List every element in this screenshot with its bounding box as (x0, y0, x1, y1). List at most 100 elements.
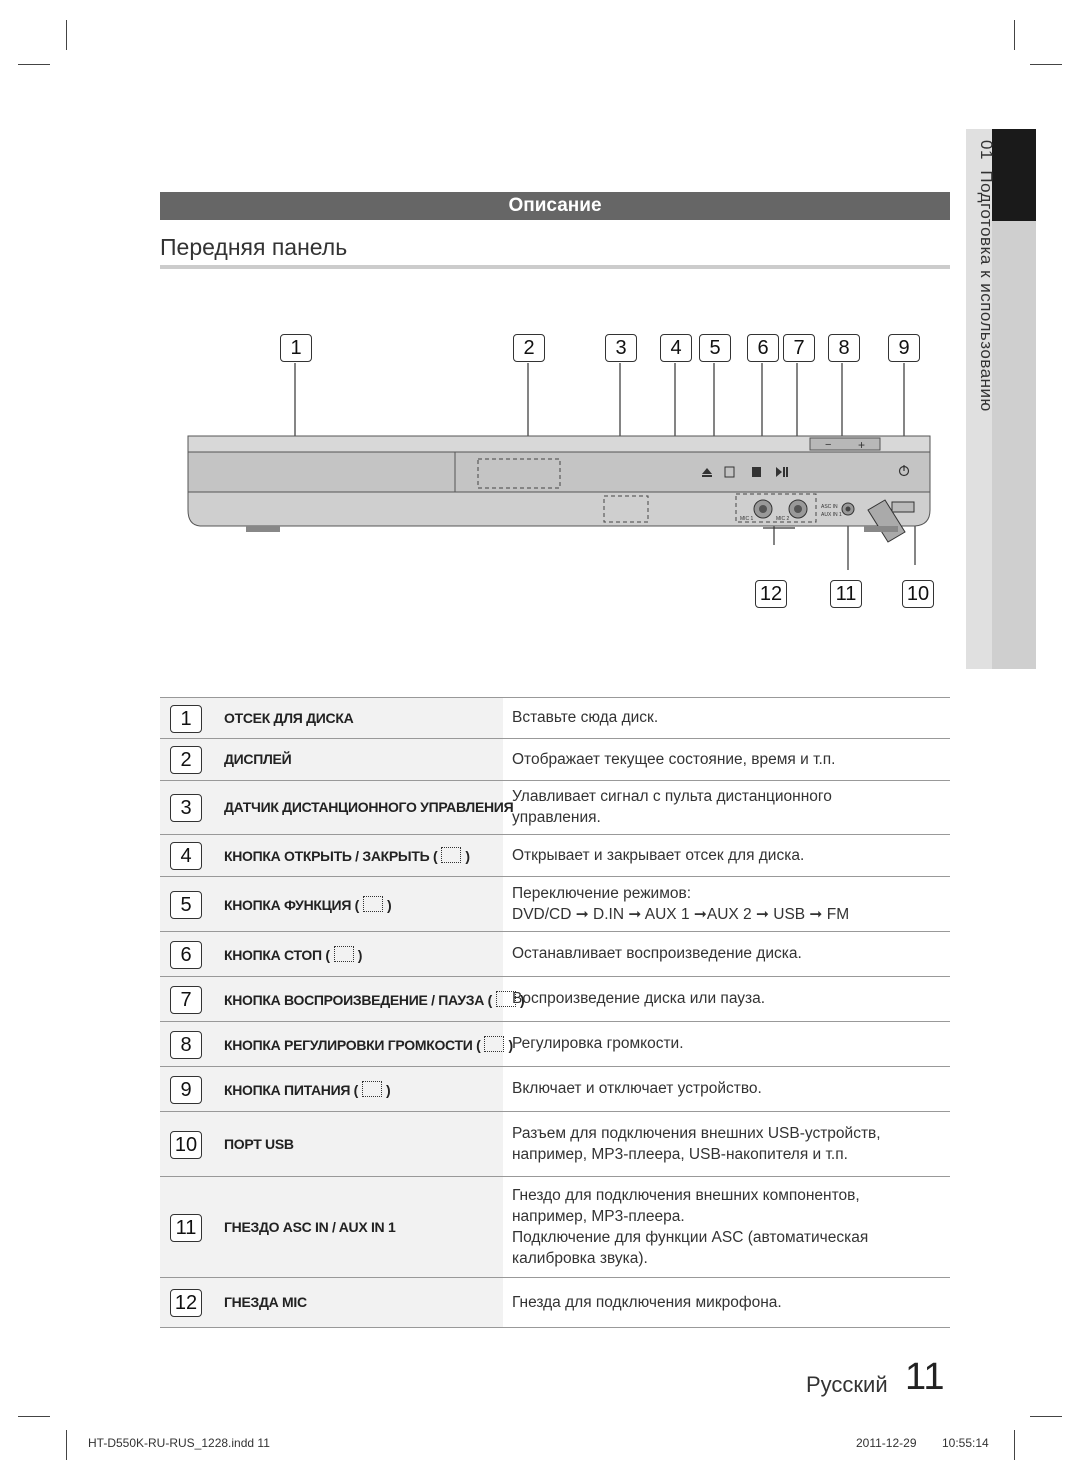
table-row: 10 ПОРТ USB Разъем для подключения внешних… (160, 1111, 950, 1177)
table-row: 1 ОТСЕК ДЛЯ ДИСКА Вставьте сюда диск. (160, 697, 950, 739)
row-name-text: ГНЕЗДА MIC (224, 1294, 307, 1310)
subsection-title: Передняя панель (160, 234, 348, 260)
page-number: 11 (905, 1356, 945, 1398)
row-label-cell (160, 977, 503, 1022)
row-name-end: ) (508, 1036, 513, 1053)
description-line: Вставьте сюда диск. (512, 709, 659, 726)
callout-11: 11 (830, 580, 862, 608)
table-row: 6 КНОПКА СТОП () Останавливает воспроизвед… (160, 931, 950, 977)
row-description: Открывает и закрывает отсек для диска. (512, 845, 942, 866)
row-name-end: ) (387, 896, 392, 913)
description-line: Гнезда для подключения микрофона. (512, 1293, 782, 1311)
chapter-title: Подготовка к использованию (977, 170, 996, 412)
row-number: 3 (170, 794, 202, 822)
print-date: 2011-12-29 (856, 1436, 917, 1450)
chapter-label: 01 Подготовка к использованию (962, 140, 996, 440)
row-name-text: КНОПКА ВОСПРОИЗВЕДЕНИЕ / ПАУЗА ( (224, 991, 492, 1008)
row-name: ПОРТ USB (224, 1136, 294, 1152)
description-line: Разъем для подключения внешних USB-устро… (512, 1124, 881, 1142)
chapter-tab-background (992, 221, 1036, 669)
row-name-end: ) (465, 848, 470, 864)
crop-mark (66, 1430, 67, 1460)
row-name: КНОПКА ФУНКЦИЯ () (224, 895, 392, 913)
callout-2: 2 (513, 334, 545, 362)
row-description: Гнездо для подключения внешних компонент… (512, 1185, 942, 1269)
row-name: ДАТЧИК ДИСТАНЦИОННОГО УПРАВЛЕНИЯ (224, 799, 514, 815)
chapter-tab-marker (992, 129, 1036, 221)
row-label-cell (160, 932, 503, 977)
row-number: 6 (170, 940, 202, 969)
chapter-number: 01 (977, 140, 996, 160)
row-description: Разъем для подключения внешних USB-устро… (512, 1123, 942, 1165)
row-name-text: ДИСПЛЕЙ (224, 751, 292, 767)
description-line: Улавливает сигнал с пульта дистанционног… (512, 788, 832, 805)
print-time: 10:55:14 (942, 1436, 989, 1450)
button-icon (362, 1080, 383, 1097)
row-description: Улавливает сигнал с пульта дистанционног… (512, 786, 942, 828)
row-name: КНОПКА ПИТАНИЯ () (224, 1080, 391, 1098)
row-name-text: ДАТЧИК ДИСТАНЦИОННОГО УПРАВЛЕНИЯ (224, 799, 514, 815)
description-line: калибровка звука). (512, 1249, 648, 1267)
table-bottom-rule (160, 1327, 950, 1328)
row-number: 1 (170, 704, 202, 733)
description-line: Подключение для функции ASC (автоматичес… (512, 1228, 869, 1246)
row-number: 2 (170, 746, 202, 774)
row-name: КНОПКА ВОСПРОИЗВЕДЕНИЕ / ПАУЗА () (224, 990, 525, 1008)
chapter-tab-background (966, 129, 992, 669)
row-name-text: ПОРТ USB (224, 1135, 294, 1152)
row-number: 7 (170, 985, 202, 1014)
svg-text:+: + (858, 438, 865, 452)
row-name-text: ГНЕЗДО ASC IN / AUX IN 1 (224, 1218, 396, 1235)
row-name: ОТСЕК ДЛЯ ДИСКА (224, 710, 354, 726)
table-row: 9 КНОПКА ПИТАНИЯ () Включает и отключает у… (160, 1066, 950, 1112)
row-label-cell (160, 1022, 503, 1067)
row-name-end: ) (386, 1081, 391, 1098)
description-line: например, MP3-плеера. (512, 1207, 685, 1225)
asc-in-label: ASC IN (821, 504, 838, 510)
svg-text:−: − (825, 439, 831, 451)
row-number: 10 (170, 1130, 202, 1159)
row-description: Включает и отключает устройство. (512, 1078, 942, 1099)
row-name-end: ) (357, 946, 363, 963)
front-panel-illustration: − + MIC 1 MIC 2 ASC IN AUX IN 1 (187, 363, 931, 570)
row-name-text: КНОПКА ФУНКЦИЯ ( (224, 896, 360, 913)
button-icon (441, 847, 462, 863)
row-description: Останавливает воспроизведение диска. (512, 943, 942, 964)
row-label-cell (160, 781, 503, 835)
callout-1: 1 (280, 334, 312, 362)
crop-mark (1030, 1416, 1062, 1417)
row-label-cell (160, 739, 503, 781)
row-number: 9 (170, 1075, 202, 1104)
aux-in-label: AUX IN 1 (821, 512, 842, 518)
table-row: 2 ДИСПЛЕЙ Отображает текущее состояние, вр… (160, 738, 950, 781)
row-label-cell (160, 835, 503, 877)
description-line: Воспроизведение диска или пауза. (512, 990, 766, 1007)
callout-4: 4 (660, 334, 692, 362)
row-description: Регулировка громкости. (512, 1033, 942, 1054)
crop-mark (66, 20, 67, 50)
button-icon (495, 990, 516, 1007)
row-description: Отображает текущее состояние, время и т.… (512, 749, 942, 770)
row-name-text: КНОПКА СТОП ( (224, 946, 330, 963)
callout-8: 8 (828, 334, 860, 362)
description-line: Открывает и закрывает отсек для диска. (512, 846, 805, 864)
row-name: КНОПКА РЕГУЛИРОВКИ ГРОМКОСТИ () (224, 1035, 513, 1053)
footer-language: Русский (806, 1372, 888, 1397)
crop-mark (1030, 64, 1062, 65)
row-name: ДИСПЛЕЙ (224, 751, 292, 767)
row-description: Переключение режимов:DVD/CD ➞ D.IN ➞ AUX… (512, 883, 942, 925)
mic2-label: MIC 2 (776, 516, 790, 522)
callout-6: 6 (747, 334, 779, 362)
crop-mark (1014, 1430, 1015, 1460)
row-name: КНОПКА СТОП () (224, 945, 363, 963)
button-icon (484, 1035, 505, 1052)
table-row: 7 КНОПКА ВОСПРОИЗВЕДЕНИЕ / ПАУЗА ()Воспро… (160, 976, 950, 1022)
row-name-end: ) (519, 991, 525, 1008)
description-line: например, MP3-плеера, USB-накопителя и т… (512, 1145, 848, 1163)
description-line: Регулировка громкости. (512, 1035, 684, 1052)
